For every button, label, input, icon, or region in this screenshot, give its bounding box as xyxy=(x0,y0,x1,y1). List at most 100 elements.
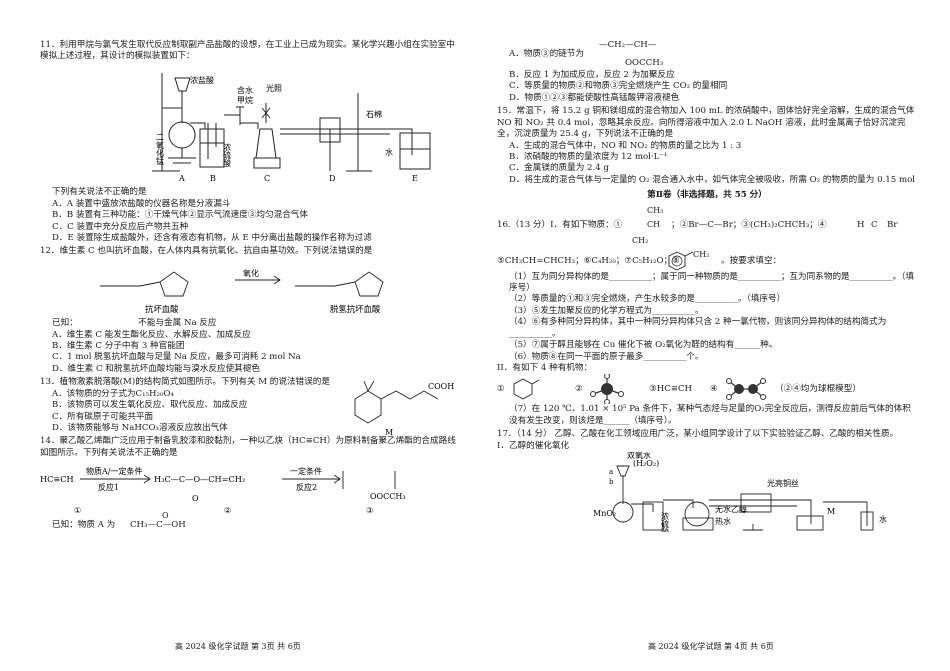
q15-option-b: B．浓硝酸的物质的量浓度为 12 mol·L⁻¹ xyxy=(509,151,668,162)
q11-stem: 11．利用甲烷与氯气发生取代反应制取副产品盐酸的设想，在工业上已成为现实。某化学… xyxy=(40,40,455,62)
benzene-icon xyxy=(668,251,694,271)
q16-sub-2: （2）等质量的①和③完全燃烧，产生水较多的是__________。（填序号） xyxy=(509,294,786,305)
q17-label-a: a xyxy=(609,468,613,476)
q14-known-label: 已知：物质 A 为 xyxy=(52,519,116,530)
label-shui: 水 xyxy=(385,147,393,157)
q14-r1: 反应1 xyxy=(98,482,119,492)
q13-option-b: B．该物质可以发生氧化反应、取代反应、加成反应 xyxy=(52,400,248,411)
right-column: A．物质③的链节为 —CH₂—CH— OOCCH₃ B．反应 1 为加成反应，反… xyxy=(497,40,917,537)
q14-m3: OOCCH₃ xyxy=(370,492,406,501)
q11-option-a: A．A 装置中盛放浓盐酸的仪器名称是分液漏斗 xyxy=(52,198,231,209)
q16-ch2: CH₂ xyxy=(632,235,649,245)
q12-arrow-label: 氧化 xyxy=(243,268,259,278)
q14-option-b: B．反应 1 为加成反应，反应 2 为加聚反应 xyxy=(509,70,675,80)
q14-route-figure: HC≡CH 物质A/一定条件 反应1 H₃C—C—O—CH=CH₂ O 一定条件… xyxy=(40,466,406,515)
q17-label-m: M xyxy=(827,507,835,516)
q17-label-wushui: 无水乙醇 xyxy=(715,504,747,514)
q14-stem: 14．聚乙酸乙烯酯广泛应用于制备乳胶漆和胶黏剂，一种以乙炔（HC≡CH）为原料制… xyxy=(40,436,456,458)
q16-line2: ⑤CH₃CH=CHCH₃；⑥C₄H₂₀；⑦C₅H₁₂O；⑧ CH₂ 。按要求填空… xyxy=(497,250,917,272)
q17-label-mno2: MnO₂ xyxy=(593,509,616,518)
q16-n2: ② xyxy=(575,384,583,395)
q13-option-a: A．该物质的分子式为C₁₅H₂₀O₄ xyxy=(52,388,174,399)
ball-stick-model-2-icon xyxy=(590,374,624,405)
label-hanshui: 含水 xyxy=(237,85,253,95)
q14-chain: —CH₂—CH— xyxy=(599,40,657,50)
label-nongliusuan: 浓硫酸 xyxy=(223,143,232,168)
q17-label-shuangyang: 双氧水 xyxy=(627,452,651,460)
q12-option-d: D．维生素 C 和脱氢抗坏血酸均能与溴水反应使其褪色 xyxy=(52,363,260,374)
q16-note: （②④均为球棍模型） xyxy=(775,384,861,395)
ester-structure xyxy=(81,318,136,329)
q14-m1: HC≡CH xyxy=(40,474,74,484)
q16-h: H xyxy=(857,219,865,230)
q12-option-b: B．维生素 C 分子中有 3 种官能团 xyxy=(52,341,185,352)
label-shimian: 石棉 xyxy=(366,109,382,119)
q14-cond1: 物质A/一定条件 xyxy=(86,466,142,476)
q15-option-a: A．生成的混合气体中，NO 和 NO₂ 的物质的量之比为 1 : 3 xyxy=(509,140,742,151)
q16-n3: ③HC≡CH xyxy=(649,384,693,395)
q14-n2: ② xyxy=(224,506,231,515)
left-column: 11．利用甲烷与氯气发生取代反应制取副产品盐酸的设想，在工业上已成为现实。某化学… xyxy=(40,40,460,531)
q17-label-reshui: 热水 xyxy=(715,516,731,526)
q16-sub-3: （3）⑤发生加聚反应的化学方程式为__________。 xyxy=(509,305,704,316)
q11-apparatus-figure: 浓盐酸 二氧化锰 含水 甲烷 光照 浓硫酸 石棉 水 A B C D E xyxy=(152,72,431,183)
q14-chain-sub: OOCCH₃ xyxy=(625,58,664,68)
q17-sub: I．乙醇的催化氧化 xyxy=(497,440,570,451)
q16-br: Br xyxy=(887,219,898,230)
q16-sub-1: （1）互为同分异构体的是__________；属于同一种物质的是________… xyxy=(509,271,915,294)
section-heading: 第Ⅱ卷（非选择题，共 55 分） xyxy=(647,190,767,201)
q14-a-form: CH₃—C—OH xyxy=(129,519,186,530)
q12-known: 已知： 不能与金属 Na 反应 xyxy=(40,318,460,329)
q12-stem: 12．维生素 C 也叫抗坏血酸，在人体内具有抗氧化、抗自由基功效。下列说法错误的… xyxy=(40,246,373,257)
q17-apparatus-figure: 双氧水 (H₂O₂) a b MnO₂ 浓硫酸 无水乙醇 热水 光亮铜丝 M 水 xyxy=(593,450,887,537)
q14-n3: ③ xyxy=(366,506,373,515)
q12-name-1: 抗坏血酸 xyxy=(145,304,179,314)
label-erheyanghua: 二氧化锰 xyxy=(156,133,165,166)
label-nongyansuan: 浓盐酸 xyxy=(190,75,214,85)
q16-sub-4: （4）⑥有多种同分异构体，其中一种同分异构体只含 2 种一氯代物，则该同分异构体… xyxy=(509,317,887,339)
q11-option-c: C．C 装置中充分反应后产物共五种 xyxy=(52,221,189,232)
toluene-icon xyxy=(513,378,540,400)
q16-c: C xyxy=(871,219,878,230)
q17-label-b: b xyxy=(609,478,614,486)
q16-stem: 16.（13 分）I．有如下物质：① xyxy=(497,219,623,230)
q15-option-d: D．将生成的混合气体与一定量的 O₂ 混合通入水中，如气体完全被吸收，所需 O₂… xyxy=(509,174,916,185)
q14-n1: ① xyxy=(74,506,81,515)
q16-s2: ；②Br—C—Br；③(CH₃)₂CHCH₃；④ xyxy=(671,219,827,230)
q15-stem: 15．常温下，将 15.2 g 铜和镁组成的混合物加入 100 mL 的浓硝酸中… xyxy=(497,106,915,140)
q16-sub-7: （7）在 120 ℃、1.01 × 10⁵ Pa 条件下，某种气态烃与足量的O₂… xyxy=(509,404,911,426)
q13-structure-figure: COOH M xyxy=(354,381,454,437)
q14-a-o: O xyxy=(162,510,169,520)
q12-name-2: 脱氢抗坏血酸 xyxy=(330,304,381,314)
q14-option-d: D．物质①②③都能使酸性高锰酸钾溶液褪色 xyxy=(509,92,680,103)
q16-ch: CH xyxy=(647,219,661,229)
q16-ch2v: CH₂ xyxy=(693,249,710,259)
label-D: D xyxy=(329,174,335,183)
label-A: A xyxy=(178,174,185,183)
label-C: C xyxy=(264,174,270,183)
q16-n4: ④ xyxy=(710,384,718,395)
q13-cooh: COOH xyxy=(428,382,454,391)
ball-stick-model-4-icon xyxy=(726,378,766,401)
q13-block: 13．植物激素脱落酸(M)的结构简式如图所示。下列有关 M 的说法错误的是 A．… xyxy=(40,377,460,437)
q11-option-b: B．B 装置有三种功能：①干燥气体②显示气流速度③均匀混合气体 xyxy=(52,210,308,221)
q14-option-a: A．物质③的链节为 xyxy=(509,49,584,59)
q11-option-d: D．E 装置除生成盐酸外，还含有液态有机物，从 E 中分离出盐酸的操作名称为过滤 xyxy=(52,232,372,243)
q13-label-m: M xyxy=(385,428,393,437)
q16-line1: 16.（13 分）I．有如下物质：① CH₃ CH CH₂ ；②Br—C—Br；… xyxy=(497,204,917,250)
q16-line2b: 。按要求填空： xyxy=(721,255,782,266)
q12-known-label: 已知： xyxy=(52,318,78,329)
q14-option-c: C．等质量的物质②和物质③完全燃烧产生 CO₂ 的量相同 xyxy=(509,81,728,92)
q14-known: 已知：物质 A 为 O CH₃—C—OH xyxy=(40,511,460,531)
q14-option-a-block: A．物质③的链节为 —CH₂—CH— OOCCH₃ xyxy=(497,40,917,68)
q16-ch3: CH₃ xyxy=(647,205,664,215)
label-guangzhao: 光照 xyxy=(266,83,282,93)
q16-line2-text: ⑤CH₃CH=CHCH₃；⑥C₄H₂₀；⑦C₅H₁₂O；⑧ xyxy=(497,255,680,266)
label-B: B xyxy=(210,174,216,183)
label-E: E xyxy=(412,174,418,183)
q12-option-a: A．维生素 C 能发生酯化反应、水解反应、加成反应 xyxy=(52,329,251,340)
q17-stem: 17．（14 分） 乙醇、乙酸在化工领域应用广泛，某小组同学设计了以下实验验证乙… xyxy=(497,429,899,440)
q11-ask: 下列有关说法不正确的是 xyxy=(52,187,147,198)
q16-section-2: II．有如下 4 种有机物： xyxy=(497,363,593,374)
label-jiawan: 甲烷 xyxy=(237,95,253,105)
